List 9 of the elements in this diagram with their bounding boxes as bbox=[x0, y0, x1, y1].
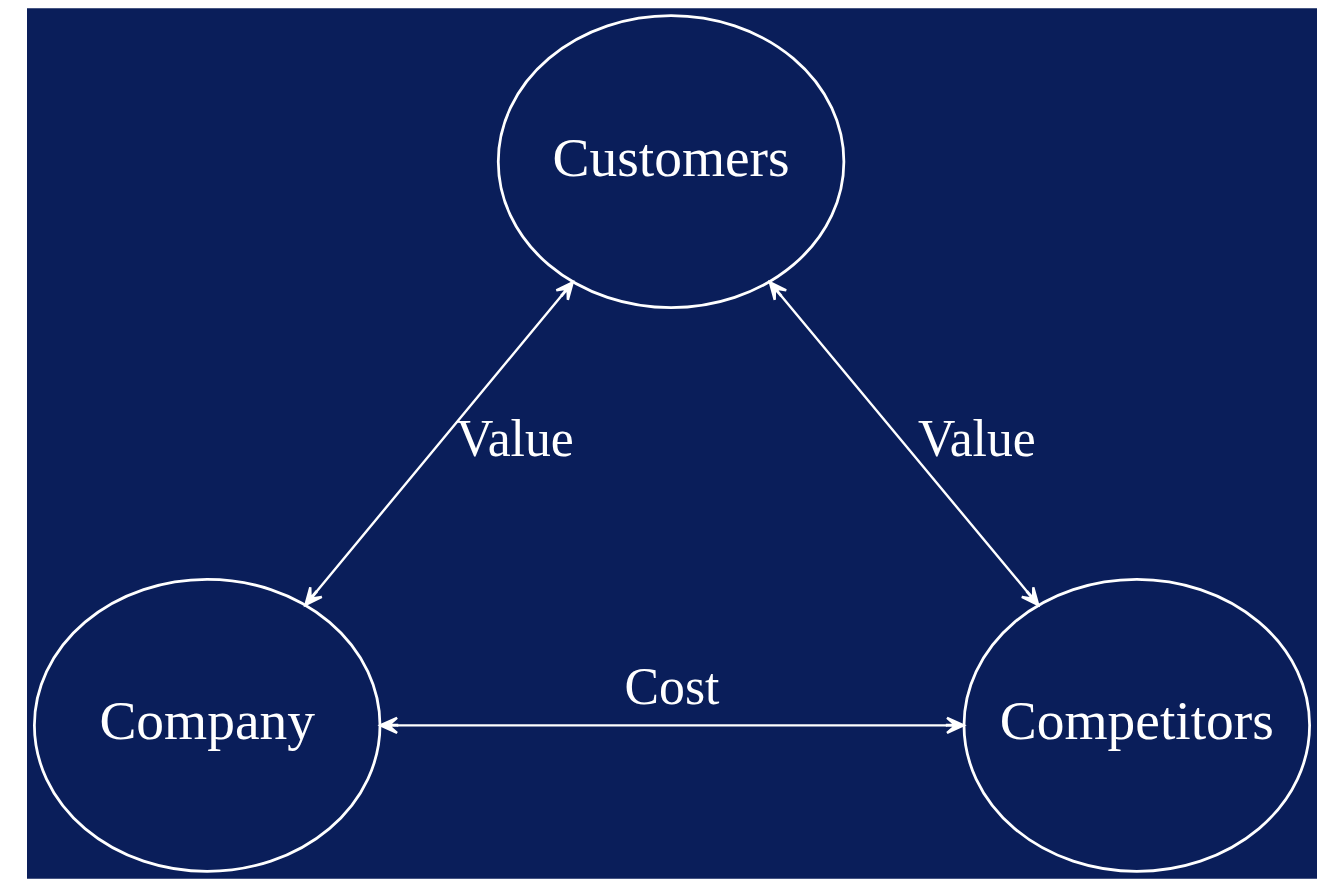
node-ellipse: Competitors bbox=[962, 577, 1311, 873]
arrow bbox=[768, 281, 1040, 607]
edge-label: Value bbox=[456, 410, 574, 468]
edge-label: Cost bbox=[624, 657, 720, 715]
node-ellipse: Customers bbox=[496, 14, 846, 310]
edge-label: Value bbox=[918, 410, 1036, 468]
arrow bbox=[379, 716, 965, 735]
node-ellipse: Company bbox=[33, 577, 382, 873]
arrow bbox=[304, 281, 574, 607]
